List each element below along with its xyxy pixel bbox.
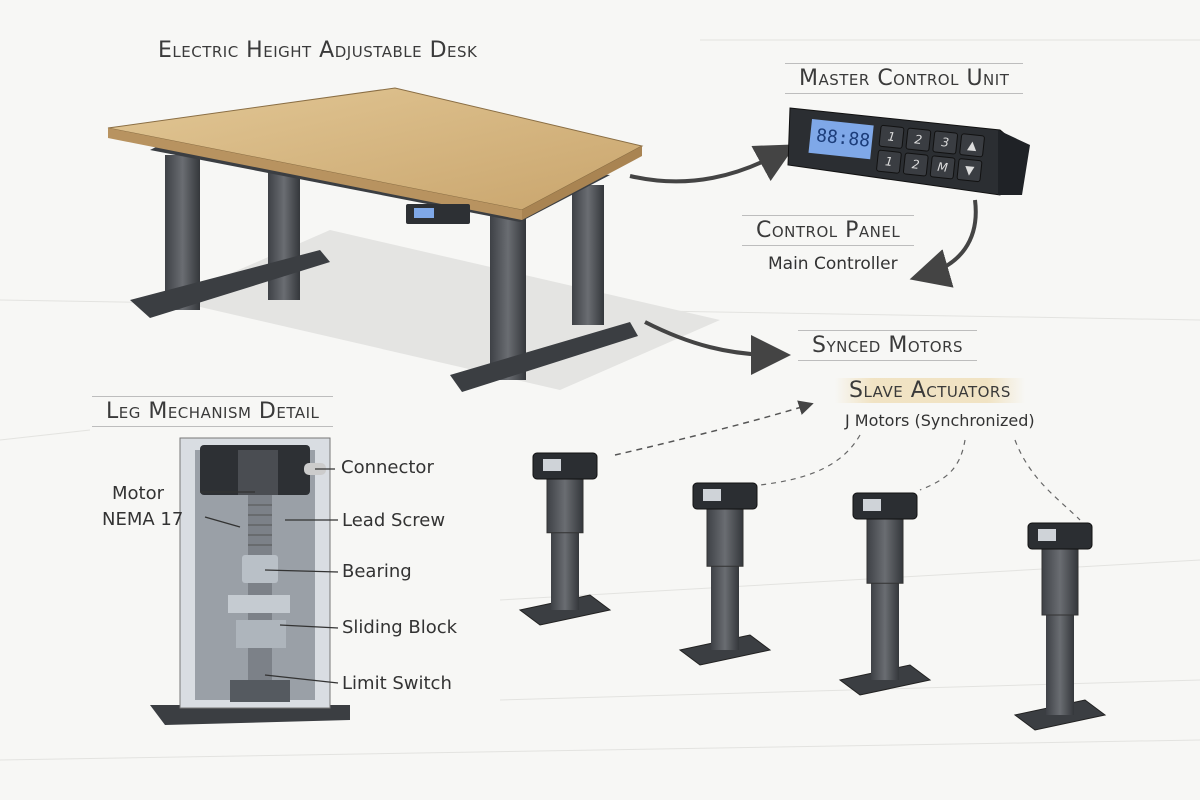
actuator xyxy=(838,492,932,696)
desk-foot xyxy=(130,250,330,318)
dashed-link xyxy=(614,400,814,456)
title-synced-motors: Synced Motors xyxy=(798,330,978,361)
lead-screw xyxy=(248,495,272,690)
label-limit-switch: Limit Switch xyxy=(342,673,452,694)
title-slave-actuators: Slave Actuators xyxy=(835,378,1025,403)
dashed-sync-lines xyxy=(759,434,1081,521)
label-slave-count: J Motors (Synchronized) xyxy=(845,411,1035,430)
arrow-to-controller xyxy=(909,199,978,288)
desk-leg xyxy=(572,185,604,325)
lcd-display xyxy=(808,118,874,160)
preset-button[interactable]: 2 xyxy=(902,152,929,177)
leg-mechanism xyxy=(150,437,350,725)
preset-button[interactable]: 2 xyxy=(905,127,932,152)
preset-button[interactable]: 1 xyxy=(878,124,905,150)
memory-button[interactable]: M xyxy=(929,155,956,180)
actuator xyxy=(518,452,612,626)
sliding-block xyxy=(236,620,286,648)
preset-button[interactable]: 3 xyxy=(932,130,959,155)
desk-leg xyxy=(268,170,300,300)
title-master-control-unit: Master Control Unit xyxy=(785,63,1024,94)
bearing xyxy=(242,555,278,583)
down-button[interactable]: ▼ xyxy=(956,157,983,183)
arrow-to-motors xyxy=(644,320,791,375)
label-connector: Connector xyxy=(341,457,434,478)
preset-button[interactable]: 1 xyxy=(875,149,902,174)
title-leg-mechanism: Leg Mechanism Detail xyxy=(92,396,334,427)
arrow-to-master xyxy=(629,144,797,184)
label-main-controller: Main Controller xyxy=(768,254,898,274)
label-sliding-block: Sliding Block xyxy=(342,617,458,638)
actuator xyxy=(678,482,772,666)
title-desk: Electric Height Adjustable Desk xyxy=(158,38,478,63)
desk xyxy=(107,87,644,392)
desk-foot xyxy=(450,322,638,392)
slave-actuators xyxy=(518,452,1107,731)
label-motor-model: NEMA 17 xyxy=(102,509,184,530)
up-button[interactable]: ▲ xyxy=(959,133,986,158)
label-motor: Motor xyxy=(112,483,165,504)
label-lead-screw: Lead Screw xyxy=(342,510,446,531)
label-bearing: Bearing xyxy=(342,561,412,582)
actuator xyxy=(1013,522,1107,731)
desk-leg xyxy=(490,210,526,380)
title-control-panel: Control Panel xyxy=(742,215,915,246)
